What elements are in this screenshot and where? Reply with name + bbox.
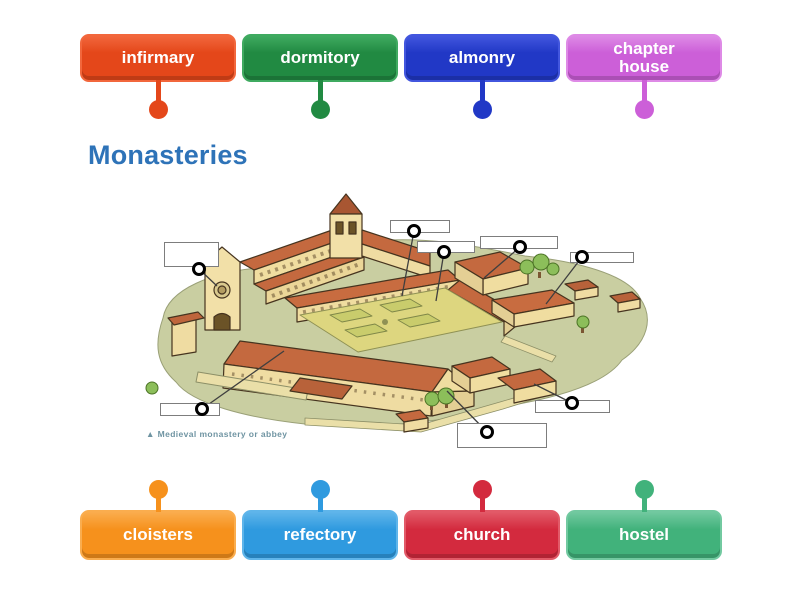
word-tile-refectory[interactable]: refectory — [242, 480, 398, 560]
pin-dot — [634, 480, 654, 499]
pin-stem — [641, 80, 647, 102]
caption-text: Medieval monastery or abbey — [157, 429, 288, 439]
word-tile-label: hostel — [618, 525, 670, 545]
word-tile-face[interactable]: chapter house — [566, 34, 722, 82]
word-tile-label: chapter house — [613, 39, 675, 76]
word-tile-label: refectory — [283, 525, 357, 545]
word-tile-label: dormitory — [280, 48, 360, 68]
word-bank-bottom: cloisters refectory church hostel — [80, 480, 722, 560]
target-marker-5[interactable] — [575, 250, 589, 264]
pin-dot — [634, 100, 654, 119]
figure-caption: ▲ Medieval monastery or abbey — [146, 429, 287, 439]
word-tile-hostel[interactable]: hostel — [566, 480, 722, 560]
pin-dot — [310, 100, 330, 119]
target-marker-3[interactable] — [437, 245, 451, 259]
word-tile-label: church — [453, 525, 511, 545]
word-tile-face[interactable]: almonry — [404, 34, 560, 82]
pin-dot — [310, 480, 330, 499]
target-marker-7[interactable] — [565, 396, 579, 410]
pin-dot — [472, 480, 492, 499]
word-tile-face[interactable]: refectory — [242, 510, 398, 560]
word-tile-face[interactable]: cloisters — [80, 510, 236, 560]
word-tile-infirmary[interactable]: infirmary — [80, 34, 236, 119]
word-tile-church[interactable]: church — [404, 480, 560, 560]
pin-stem — [479, 80, 485, 102]
word-tile-almonry[interactable]: almonry — [404, 34, 560, 119]
word-tile-face[interactable]: church — [404, 510, 560, 560]
word-tile-cloisters[interactable]: cloisters — [80, 480, 236, 560]
target-marker-8[interactable] — [480, 425, 494, 439]
outbuildings — [451, 251, 641, 404]
pin-stem — [479, 497, 485, 512]
answer-slot-1[interactable] — [164, 242, 219, 267]
target-marker-1[interactable] — [192, 262, 206, 276]
target-marker-4[interactable] — [513, 240, 527, 254]
leader-lines — [198, 230, 583, 433]
paths — [195, 335, 557, 433]
word-tile-dormitory[interactable]: dormitory — [242, 34, 398, 119]
target-marker-2[interactable] — [407, 224, 421, 238]
word-tile-face[interactable]: dormitory — [242, 34, 398, 82]
pin-stem — [155, 80, 161, 102]
cloister-ranges — [284, 269, 517, 337]
word-tile-label: almonry — [448, 48, 516, 68]
pin-stem — [155, 497, 161, 512]
caption-triangle-icon: ▲ — [146, 429, 155, 439]
word-bank-top: infirmary dormitory almonry chapter house — [80, 34, 722, 119]
pin-dot — [148, 480, 168, 499]
word-tile-face[interactable]: infirmary — [80, 34, 236, 82]
cloister-garden — [299, 287, 503, 353]
word-tile-chapter-house[interactable]: chapter house — [566, 34, 722, 119]
answer-slot-5[interactable] — [570, 252, 634, 263]
pin-dot — [472, 100, 492, 119]
page-title: Monasteries — [88, 140, 248, 170]
answer-slot-8[interactable] — [457, 423, 547, 448]
answer-slot-6[interactable] — [160, 403, 220, 416]
target-marker-6[interactable] — [195, 402, 209, 416]
pin-stem — [317, 80, 323, 102]
trees — [145, 253, 590, 410]
front-range — [222, 340, 475, 417]
word-tile-face[interactable]: hostel — [566, 510, 722, 560]
pin-dot — [148, 100, 168, 119]
word-tile-label: infirmary — [121, 48, 195, 68]
church — [167, 193, 431, 357]
pin-stem — [317, 497, 323, 512]
word-tile-label: cloisters — [123, 525, 193, 545]
pin-stem — [641, 497, 647, 512]
